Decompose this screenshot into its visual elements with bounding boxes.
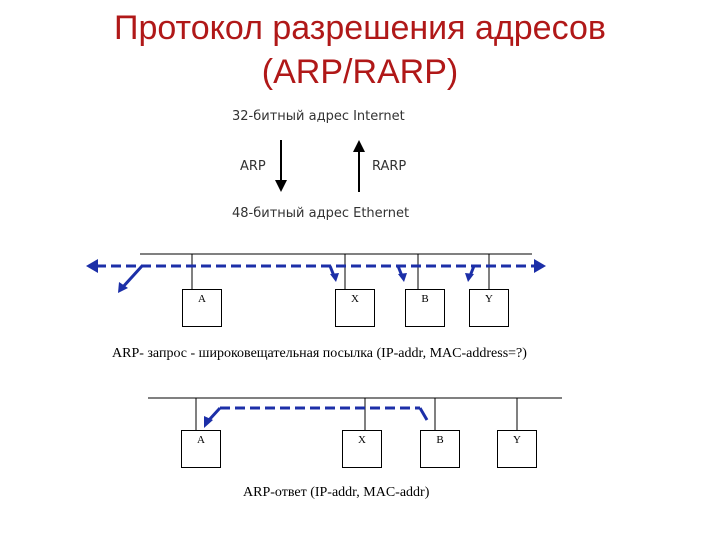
rarp-up-arrow xyxy=(353,140,365,192)
reply-node-x: X xyxy=(342,430,382,468)
request-node-b: B xyxy=(405,289,445,327)
broadcast-arrow-b xyxy=(398,273,407,282)
request-node-y: Y xyxy=(469,289,509,327)
request-node-a: A xyxy=(182,289,222,327)
broadcast-path xyxy=(96,264,542,290)
arp-down-arrow xyxy=(275,140,287,192)
reply-arrow-a xyxy=(204,416,213,428)
rarp-label: RARP xyxy=(372,159,407,174)
request-node-x: X xyxy=(335,289,375,327)
arp-label: ARP xyxy=(240,159,266,174)
broadcast-arrow-right xyxy=(534,259,546,273)
broadcast-arrow-y xyxy=(465,273,474,282)
arp-request-caption: ARP- запрос - широковещательная посылка … xyxy=(112,346,527,361)
broadcast-arrow-a xyxy=(118,282,128,293)
slide-title-line-2: (ARP/RARP) xyxy=(261,53,459,91)
broadcast-arrow-x xyxy=(330,273,339,282)
internet-address-label: 32-битный адрес Internet xyxy=(232,109,405,124)
ethernet-address-label: 48-битный адрес Ethernet xyxy=(232,206,410,221)
reply-node-a: A xyxy=(181,430,221,468)
slide-title-line-1: Протокол разрешения адресов xyxy=(114,9,606,47)
reply-node-b: B xyxy=(420,430,460,468)
broadcast-arrow-left xyxy=(86,259,98,273)
reply-node-y: Y xyxy=(497,430,537,468)
arp-reply-caption: ARP-ответ (IP-addr, MAC-addr) xyxy=(243,485,430,500)
reply-path xyxy=(207,406,429,422)
